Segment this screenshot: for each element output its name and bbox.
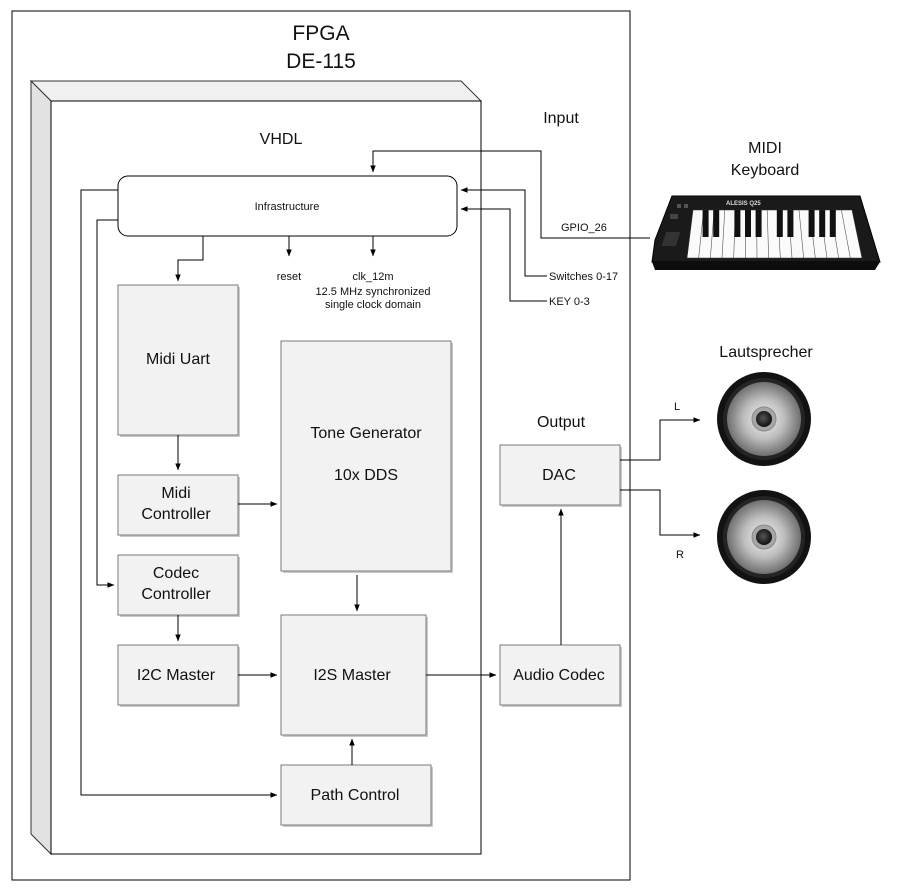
- midi-controller-label-line2: Controller: [141, 506, 211, 523]
- codec-controller-label-line1: Codec: [153, 565, 199, 582]
- path-control-block: [280, 764, 433, 827]
- clk-signal-label-line3: single clock domain: [325, 299, 421, 311]
- midi-controller-label-line1: Midi: [161, 485, 190, 502]
- keyboard-label-line2: Keyboard: [731, 162, 800, 179]
- infrastructure-to-path-control-edge: [80, 189, 278, 798]
- infrastructure-to-codec-controller-edge: [96, 219, 118, 588]
- audio-codec-block: [499, 644, 622, 707]
- reset-signal-label: reset: [277, 271, 301, 283]
- midi-controller-block: [117, 474, 240, 537]
- fpga-title: FPGA: [292, 22, 349, 45]
- keyboard-brand-label: ALESIS Q25: [726, 201, 761, 207]
- infrastructure-label: Infrastructure: [255, 201, 320, 213]
- midi-uart-block: [117, 284, 240, 437]
- path-control-label: Path Control: [311, 787, 400, 804]
- clk-signal-label-line1: clk_12m: [353, 271, 394, 283]
- clk-signal-label-line2: 12.5 MHz synchronized: [316, 286, 431, 298]
- dac-to-left-speaker-edge: [620, 417, 701, 461]
- speakers-label: Lautsprecher: [719, 344, 813, 361]
- tone-generator-label-line1: Tone Generator: [310, 425, 422, 442]
- midi-keyboard-image: ALESIS Q25: [651, 195, 881, 270]
- i2c-master-label: I2C Master: [137, 667, 216, 684]
- output-section-label: Output: [537, 414, 586, 431]
- switches-signal-label: Switches 0-17: [549, 271, 618, 283]
- codec-controller-block: [117, 554, 240, 617]
- right-speaker-image: [717, 490, 811, 584]
- codec-controller-label-line2: Controller: [141, 586, 211, 603]
- i2s-master-block: [280, 614, 428, 737]
- left-channel-label: L: [674, 401, 680, 413]
- tone-generator-block: [280, 340, 453, 573]
- dac-block: [499, 444, 622, 507]
- dac-label: DAC: [542, 467, 576, 484]
- infrastructure-block: [117, 175, 458, 237]
- keyboard-label-line1: MIDI: [748, 140, 782, 157]
- connections: [80, 150, 701, 798]
- gpio-to-infrastructure-edge: [370, 150, 650, 239]
- audio-codec-label: Audio Codec: [513, 667, 605, 684]
- switches-to-infrastructure-edge: [460, 187, 547, 277]
- i2s-master-label: I2S Master: [313, 667, 391, 684]
- i2c-master-block: [117, 644, 240, 707]
- tone-generator-label-line2: 10x DDS: [334, 467, 398, 484]
- gpio-signal-label: GPIO_26: [561, 222, 607, 234]
- midi-uart-label: Midi Uart: [146, 351, 211, 368]
- left-speaker-image: [717, 372, 811, 466]
- keys-to-infrastructure-edge: [460, 206, 547, 302]
- fpga-model: DE-115: [286, 50, 356, 73]
- input-section-label: Input: [543, 110, 579, 127]
- infrastructure-to-midi-uart-edge: [175, 236, 204, 282]
- dac-to-right-speaker-edge: [620, 489, 701, 538]
- right-channel-label: R: [676, 549, 684, 561]
- vhdl-label: VHDL: [260, 131, 303, 148]
- key-signal-label: KEY 0-3: [549, 296, 590, 308]
